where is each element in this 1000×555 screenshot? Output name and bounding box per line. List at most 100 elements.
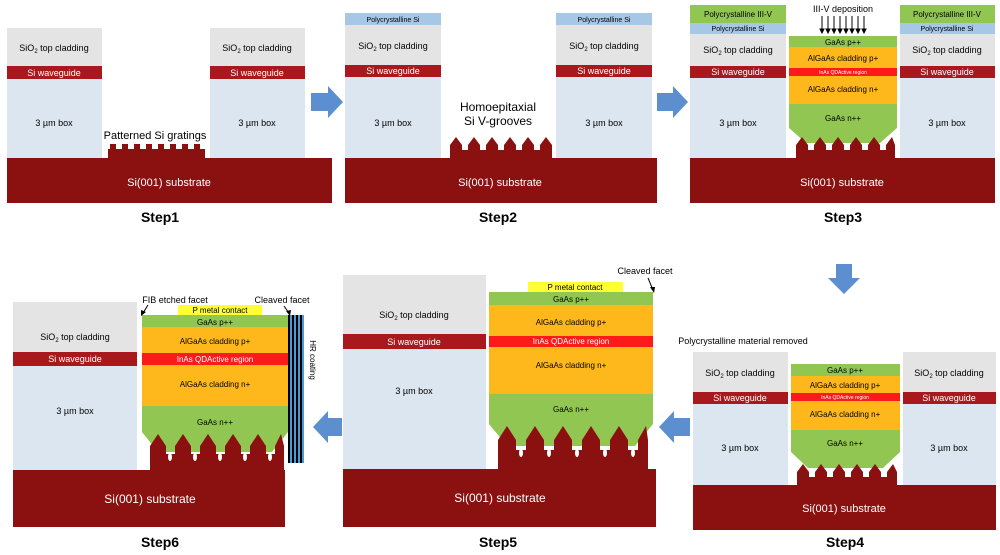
v-grooves-label: Si V-grooves <box>464 114 532 128</box>
box-label: 3 µm box <box>585 118 623 128</box>
substrate <box>13 470 285 527</box>
step5-panel: Si(001) substrate SiO2 top cladding Si w… <box>343 266 673 550</box>
si-waveguide <box>693 392 788 404</box>
arrow-down-icon <box>828 264 860 294</box>
waveguide-label: Si waveguide <box>27 68 81 78</box>
gaas-nn-label: GaAs n++ <box>827 439 863 448</box>
gaas-nn <box>142 406 288 452</box>
algaas-n <box>142 365 288 406</box>
algaas-n <box>789 76 897 104</box>
gaas-pp <box>791 364 900 376</box>
step4-title: Step4 <box>826 534 864 550</box>
step2-panel: Si(001) substrate Polycrystalline Si SiO… <box>345 13 657 225</box>
substrate <box>690 158 995 203</box>
groove-voids <box>168 453 272 461</box>
si-waveguide <box>210 66 305 79</box>
step5-title: Step5 <box>479 534 517 550</box>
box-label: 3 µm box <box>238 118 276 128</box>
box-layer <box>13 366 137 470</box>
box-layer <box>343 349 486 469</box>
cladding-label: SiO2 top cladding <box>379 310 448 322</box>
groove-voids <box>519 449 635 457</box>
waveguide-label: Si waveguide <box>230 68 284 78</box>
algaas-p <box>142 327 288 353</box>
waveguide-label: Si waveguide <box>920 67 974 77</box>
inas-qd <box>789 68 897 76</box>
algaas-p-label: AlGaAs cladding p+ <box>808 54 879 63</box>
box-layer <box>903 404 996 485</box>
cladding-label: SiO2 top cladding <box>40 332 109 344</box>
si-waveguide <box>556 65 652 77</box>
p-contact <box>178 305 262 315</box>
box-label: 3 µm box <box>930 443 968 453</box>
substrate <box>7 158 332 203</box>
cladding-label: SiO2 top cladding <box>569 41 638 53</box>
v-grooves <box>498 426 648 469</box>
gaas-pp-label: GaAs p++ <box>553 295 589 304</box>
substrate <box>345 158 657 203</box>
si-waveguide <box>13 352 137 366</box>
algaas-n-label: AlGaAs cladding n+ <box>536 361 607 370</box>
waveguide-label: Si waveguide <box>922 393 976 403</box>
pointer-arrowhead-icon <box>286 310 291 316</box>
algaas-p <box>489 305 653 336</box>
box-label: 3 µm box <box>56 406 94 416</box>
step3-title: Step3 <box>824 209 862 225</box>
substrate-label: Si(001) substrate <box>458 177 542 189</box>
box-label: 3 µm box <box>928 118 966 128</box>
gaas-nn <box>789 104 897 143</box>
sio2-cladding <box>13 302 137 352</box>
box-layer <box>7 79 102 158</box>
arrow-right-icon <box>657 86 688 118</box>
cladding-label: SiO2 top cladding <box>222 43 291 55</box>
v-grooves <box>797 464 897 485</box>
algaas-p <box>791 376 900 393</box>
substrate-label: Si(001) substrate <box>802 503 886 515</box>
box-layer <box>345 77 441 158</box>
gaas-pp-label: GaAs p++ <box>825 38 861 47</box>
deposition-arrows-icon <box>819 16 867 35</box>
homoepitaxial-label: Homoepitaxial <box>460 100 536 114</box>
cladding-label: SiO2 top cladding <box>912 45 981 57</box>
sio2-cladding <box>210 28 305 66</box>
cleaved-facet-label: Cleaved facet <box>254 295 310 305</box>
box-label: 3 µm box <box>719 118 757 128</box>
poly-iiiv-label: Polycrystalline III-V <box>704 10 773 19</box>
p-contact <box>528 282 623 292</box>
substrate-label: Si(001) substrate <box>104 492 196 506</box>
fib-facet-label: FIB etched facet <box>142 295 208 305</box>
step1-panel: Si(001) substrate SiO2 top cladding Si w… <box>7 28 332 225</box>
si-waveguide <box>690 66 786 78</box>
arrow-left-icon <box>659 411 690 443</box>
algaas-n-label: AlGaAs cladding n+ <box>808 85 879 94</box>
poly-iiiv <box>900 5 995 23</box>
substrate-label: Si(001) substrate <box>127 177 211 189</box>
v-grooves <box>450 137 552 158</box>
p-contact-label: P metal contact <box>548 283 604 292</box>
waveguide-label: Si waveguide <box>366 66 420 76</box>
algaas-p-label: AlGaAs cladding p+ <box>536 318 607 327</box>
deposition-label: III-V deposition <box>813 4 873 14</box>
arrow-left-icon <box>313 411 342 443</box>
inas-qd-label: InAs QDActive region <box>821 395 869 401</box>
step4-panel: Si(001) substrate SiO2 top cladding Si w… <box>678 336 996 550</box>
si-gratings <box>108 144 205 158</box>
box-label: 3 µm box <box>374 118 412 128</box>
substrate <box>693 485 996 530</box>
waveguide-label: Si waveguide <box>577 66 631 76</box>
poly-removed-label: Polycrystalline material removed <box>678 336 808 346</box>
poly-si-label: Polycrystalline Si <box>367 17 420 24</box>
algaas-n-label: AlGaAs cladding n+ <box>810 410 881 419</box>
p-contact-label: P metal contact <box>193 306 249 315</box>
poly-si <box>345 13 441 25</box>
inas-qd <box>142 353 288 365</box>
gaas-pp <box>489 292 653 305</box>
inas-qd-label: InAs QDActive region <box>177 355 253 364</box>
pointer-arrowhead-icon <box>141 310 146 316</box>
step2-title: Step2 <box>479 209 517 225</box>
algaas-p <box>789 47 897 68</box>
step6-panel: Si(001) substrate SiO2 top cladding Si w… <box>13 295 317 550</box>
waveguide-label: Si waveguide <box>713 393 767 403</box>
cleaved-facet-label: Cleaved facet <box>617 266 673 276</box>
